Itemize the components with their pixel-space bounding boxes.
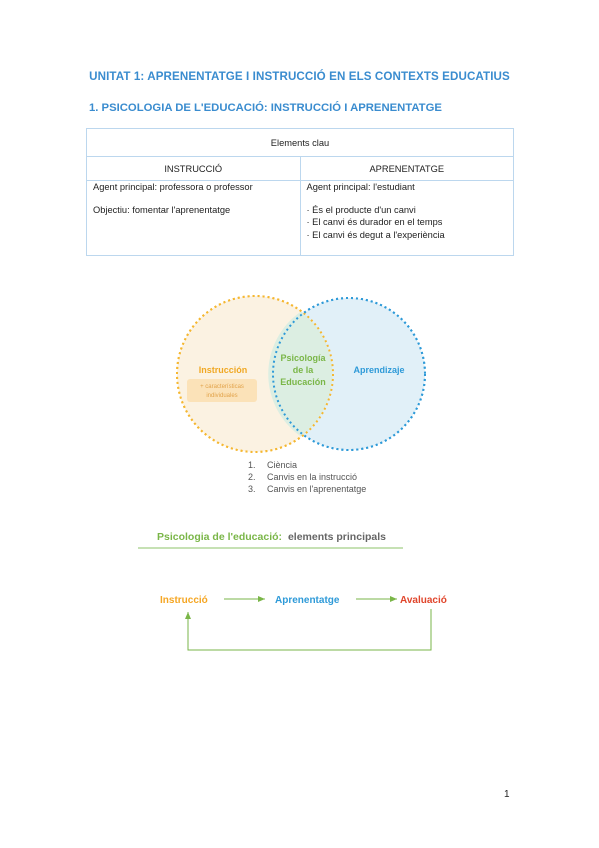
- list-item: · El canvi és degut a l'experiència: [306, 229, 445, 240]
- characteristics-note-2: individuales: [206, 393, 237, 399]
- flow-title-colored: Psicologia de l'educació:: [157, 531, 282, 543]
- numbered-list: 1. Ciència 2. Canvis en la instrucció 3.…: [248, 460, 366, 494]
- aprenentatge-agent: Agent principal: l'estudiant: [306, 182, 415, 192]
- instruccio-objective: Objectiu: fomentar l'aprenentatge: [93, 204, 231, 215]
- list-number: 3.: [248, 484, 256, 494]
- aprenentatge-cell: Agent principal: l'estudiant · És el pro…: [299, 180, 514, 256]
- list-number: 2.: [248, 472, 256, 482]
- column-header-instruccio: INSTRUCCIÓ: [86, 156, 301, 181]
- node-aprenentatge: Aprenentatge: [275, 595, 340, 606]
- flow-title: Psicologia de l'educació: elements princ…: [157, 531, 386, 543]
- characteristics-box: [187, 379, 257, 402]
- unit-title: UNITAT 1: APRENENTATGE I INSTRUCCIÓ EN E…: [89, 70, 510, 83]
- list-item: · És el producte d'un canvi: [306, 204, 416, 215]
- center-label-3: Educación: [280, 377, 326, 387]
- feedback-loop: [185, 609, 432, 651]
- page-number: 1: [504, 789, 510, 800]
- node-avaluacio: Avaluació: [400, 595, 447, 606]
- overlap-region: [268, 311, 333, 437]
- flow-title-rest: elements principals: [288, 531, 386, 543]
- instruccio-cell: Agent principal: professora o professor …: [86, 180, 301, 256]
- center-label-2: de la: [293, 365, 315, 375]
- venn-diagram: Instrucción + características individual…: [176, 295, 426, 453]
- section-heading: 1. PSICOLOGIA DE L'EDUCACIÓ: INSTRUCCIÓ …: [89, 102, 442, 114]
- aprendizaje-label: Aprendizaje: [353, 365, 404, 375]
- list-item: Ciència: [267, 460, 297, 470]
- node-instruccio: Instrucció: [160, 595, 208, 606]
- center-label-1: Psicología: [280, 353, 326, 363]
- instruccio-agent: Agent principal: professora o professor: [93, 182, 253, 192]
- key-elements-table: Elements clau INSTRUCCIÓ APRENENTATGE Ag…: [86, 128, 514, 256]
- list-item: Canvis en l'aprenentatge: [267, 484, 366, 494]
- list-number: 1.: [248, 460, 256, 470]
- instruccion-label: Instrucción: [199, 365, 248, 375]
- list-item: · El canvi és durador en el temps: [306, 217, 443, 228]
- list-item: Canvis en la instrucció: [267, 472, 357, 482]
- flow-diagram: Psicologia de l'educació: elements princ…: [138, 531, 447, 651]
- characteristics-note-1: + características: [200, 384, 244, 390]
